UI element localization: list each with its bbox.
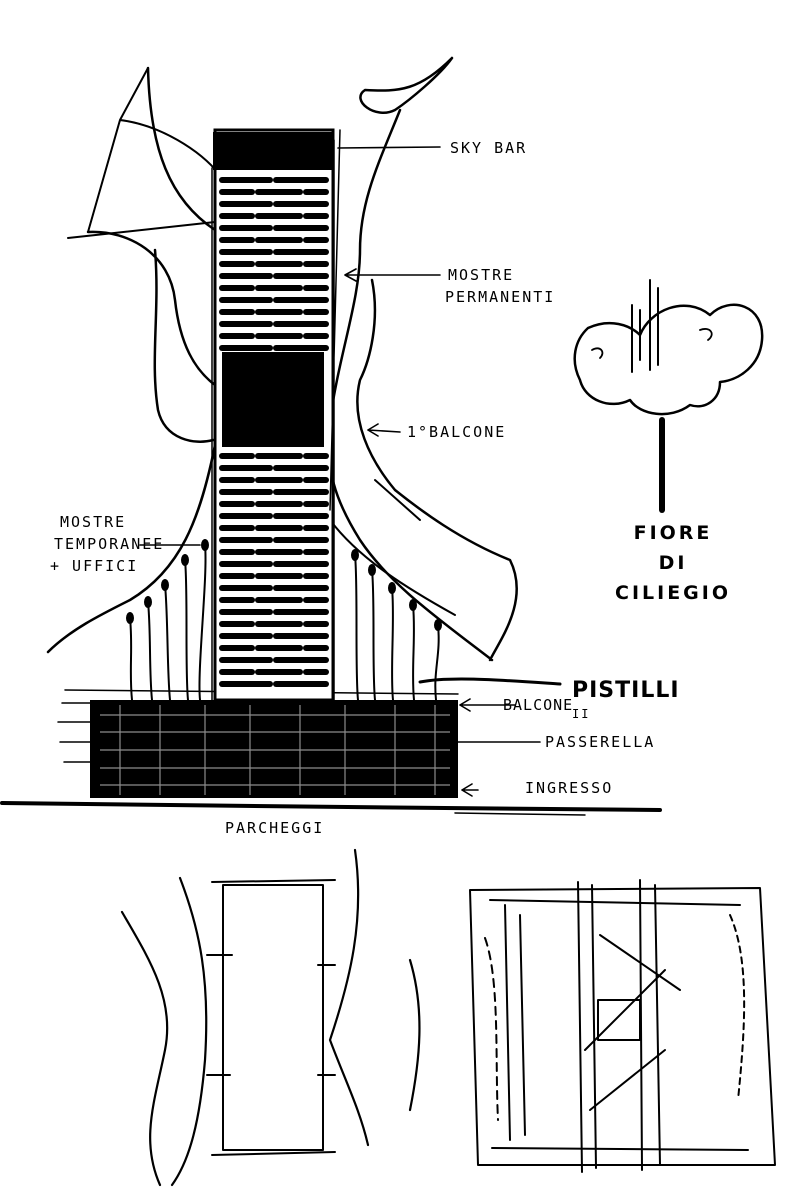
left-petal-outline xyxy=(46,66,217,654)
pistil-seed xyxy=(434,619,442,631)
pistil-seed xyxy=(201,539,209,551)
pistilli-stems xyxy=(126,539,442,701)
pistil-stem xyxy=(371,569,376,701)
label-mostre-temporanee-3: + UFFICI xyxy=(50,557,139,575)
label-balcone-1: 1°BALCONE xyxy=(407,423,507,441)
label-sky-bar: SKY BAR xyxy=(450,139,528,157)
pistil-seed xyxy=(409,599,417,611)
site-plan-sketch xyxy=(469,879,776,1173)
pistil-stem xyxy=(164,584,171,701)
label-mostre-temporanee-2: TEMPORANEE xyxy=(54,535,165,553)
podium-hatching xyxy=(100,705,450,795)
label-balcone-2-numeral: II xyxy=(572,707,591,721)
pistil-stem xyxy=(434,624,440,701)
pistil-seed xyxy=(144,596,152,608)
pistil-seed xyxy=(181,554,189,566)
label-di: DI xyxy=(658,552,688,574)
pistil-seed xyxy=(368,564,376,576)
pistil-stem xyxy=(412,604,415,701)
label-fiore-di-ciliegio: FIORE DI CILIEGIO xyxy=(598,518,748,608)
sky-bar-block xyxy=(213,132,333,170)
label-mostre-permanenti: MOSTRE xyxy=(448,266,515,284)
label-pistilli: PISTILLI xyxy=(572,678,680,703)
pistil-seed xyxy=(126,612,134,624)
label-fiore: FIORE xyxy=(633,522,713,544)
balcony-1-block xyxy=(222,352,324,447)
tower-plan-sketch xyxy=(120,848,421,1187)
label-passerella: PASSERELLA xyxy=(545,733,656,751)
pistil-stem xyxy=(129,617,133,701)
label-ciliegio: CILIEGIO xyxy=(615,582,731,604)
label-mostre-temporanee: MOSTRE xyxy=(60,513,127,531)
pistil-stem xyxy=(184,559,189,701)
pistil-stem xyxy=(391,587,394,701)
pistil-stem xyxy=(147,601,153,701)
label-balcone-2: BALCONE xyxy=(503,696,574,714)
pistil-stem xyxy=(354,554,359,701)
pistil-seed xyxy=(388,582,396,594)
label-parcheggi: PARCHEGGI xyxy=(225,819,325,837)
pistil-seed xyxy=(351,549,359,561)
label-mostre-permanenti-2: PERMANENTI xyxy=(445,288,556,306)
label-ingresso: INGRESSO xyxy=(525,779,614,797)
cherry-blossom-tree-icon xyxy=(573,279,764,513)
annotation-leaders xyxy=(139,146,562,797)
podium-block xyxy=(90,700,458,798)
ground-line xyxy=(0,801,662,812)
pistil-seed xyxy=(161,579,169,591)
pistil-stem xyxy=(198,544,207,701)
tower-floor-slats xyxy=(219,177,329,687)
